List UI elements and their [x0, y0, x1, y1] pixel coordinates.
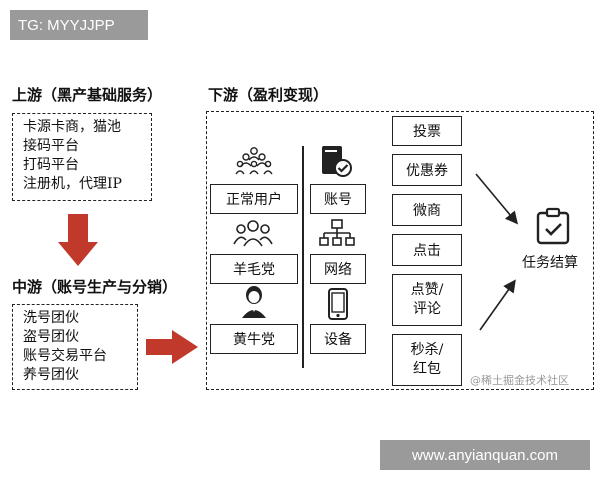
upstream-title: 上游（黑产基础服务） [12, 86, 163, 104]
action-vote: 投票 [392, 116, 462, 146]
resource-device: 设备 [310, 324, 366, 354]
account-book-icon [322, 146, 352, 177]
action-label: 秒杀/ 红包 [410, 342, 444, 377]
right-arrow [146, 330, 198, 364]
resource-account: 账号 [310, 184, 366, 214]
down-arrow [58, 214, 98, 266]
action-label: 点赞/ 评论 [410, 282, 444, 317]
group-icon [233, 220, 273, 247]
arrow-to-settlement-bottom [479, 279, 516, 331]
person-icon [242, 286, 266, 318]
resource-label: 账号 [324, 192, 352, 208]
watermark-top: TG: MYYJJPP [10, 10, 148, 40]
clipboard-check-icon [536, 207, 570, 245]
action-label: 点击 [413, 243, 441, 259]
task-settlement-label: 任务结算 [522, 255, 578, 271]
crowd-icon [235, 147, 273, 175]
midstream-box: 洗号团伙 盗号团伙 账号交易平台 养号团伙 [12, 304, 138, 390]
phone-icon [328, 288, 348, 320]
action-label: 投票 [413, 124, 441, 140]
action-label: 优惠券 [406, 163, 448, 179]
action-flash-sale: 秒杀/ 红包 [392, 334, 462, 386]
upstream-item: 注册机，代理IP [23, 176, 122, 192]
midstream-item: 洗号团伙 [23, 310, 79, 326]
network-icon [319, 219, 355, 246]
column-divider [302, 146, 304, 368]
upstream-item: 打码平台 [23, 157, 79, 173]
action-click: 点击 [392, 234, 462, 266]
midstream-item: 盗号团伙 [23, 329, 79, 345]
settlement-arrows [475, 173, 519, 331]
watermark-juejin: @稀土掘金技术社区 [470, 374, 569, 387]
action-like-comment: 点赞/ 评论 [392, 274, 462, 326]
watermark-bottom: www.anyianquan.com [380, 440, 590, 470]
resource-network: 网络 [310, 254, 366, 284]
downstream-title: 下游（盈利变现） [208, 86, 329, 104]
actor-label: 黄牛党 [233, 332, 275, 348]
upstream-box: 卡源卡商，猫池 接码平台 打码平台 注册机，代理IP [12, 113, 152, 201]
resource-label: 设备 [324, 332, 352, 348]
action-coupon: 优惠券 [392, 154, 462, 186]
actor-wool-party: 羊毛党 [210, 254, 298, 284]
action-label: 微商 [413, 203, 441, 219]
downstream-box [206, 111, 594, 390]
actor-normal-user: 正常用户 [210, 184, 298, 214]
actor-scalper: 黄牛党 [210, 324, 298, 354]
midstream-item: 账号交易平台 [23, 348, 107, 364]
action-micro-business: 微商 [392, 194, 462, 226]
actor-label: 羊毛党 [233, 262, 275, 278]
midstream-item: 养号团伙 [23, 367, 79, 383]
upstream-item: 卡源卡商，猫池 [23, 119, 121, 135]
resource-label: 网络 [324, 262, 352, 278]
actor-label: 正常用户 [226, 192, 282, 208]
arrow-to-settlement-top [475, 173, 519, 225]
midstream-title: 中游（账号生产与分销） [12, 278, 178, 296]
upstream-item: 接码平台 [23, 138, 79, 154]
